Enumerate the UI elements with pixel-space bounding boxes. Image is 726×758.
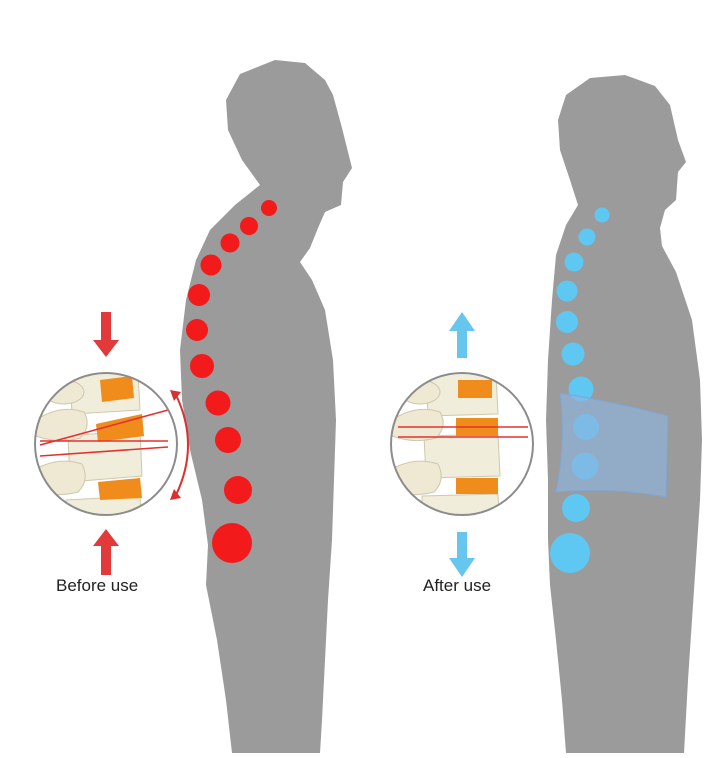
before-spine-closeup [34, 372, 178, 516]
after-figure [390, 75, 702, 753]
misalignment-line [39, 409, 169, 446]
vertebra [561, 342, 585, 366]
curve-arrow-icon [170, 390, 189, 500]
decompression-arrow-down-icon [449, 532, 475, 577]
vertebra [556, 311, 578, 333]
vertebra [205, 390, 231, 416]
before-use-caption: Before use [56, 576, 139, 595]
compression-arrow-down-icon [93, 312, 119, 357]
decompression-arrow-up-icon [449, 312, 475, 358]
vertebra [212, 523, 252, 563]
vertebra [564, 252, 584, 272]
vertebra [190, 354, 214, 378]
vertebra [578, 228, 596, 246]
vertebra [562, 494, 590, 522]
vertebra [240, 217, 258, 235]
after-use-caption: After use [423, 576, 492, 595]
vertebra [594, 207, 610, 223]
vertebra [186, 319, 208, 341]
vertebra [224, 476, 252, 504]
vertebra [220, 233, 240, 253]
compression-arrow-up-icon [93, 529, 119, 575]
vertebra [215, 427, 241, 453]
misalignment-line [39, 446, 169, 457]
before-figure [34, 60, 352, 753]
vertebra [556, 280, 578, 302]
before-spine [186, 200, 277, 563]
back-brace [555, 392, 669, 498]
vertebra [200, 254, 222, 276]
vertebra [261, 200, 277, 216]
after-spine-closeup [390, 372, 534, 516]
vertebra [550, 533, 590, 573]
vertebra [188, 284, 210, 306]
before-silhouette [180, 60, 352, 753]
